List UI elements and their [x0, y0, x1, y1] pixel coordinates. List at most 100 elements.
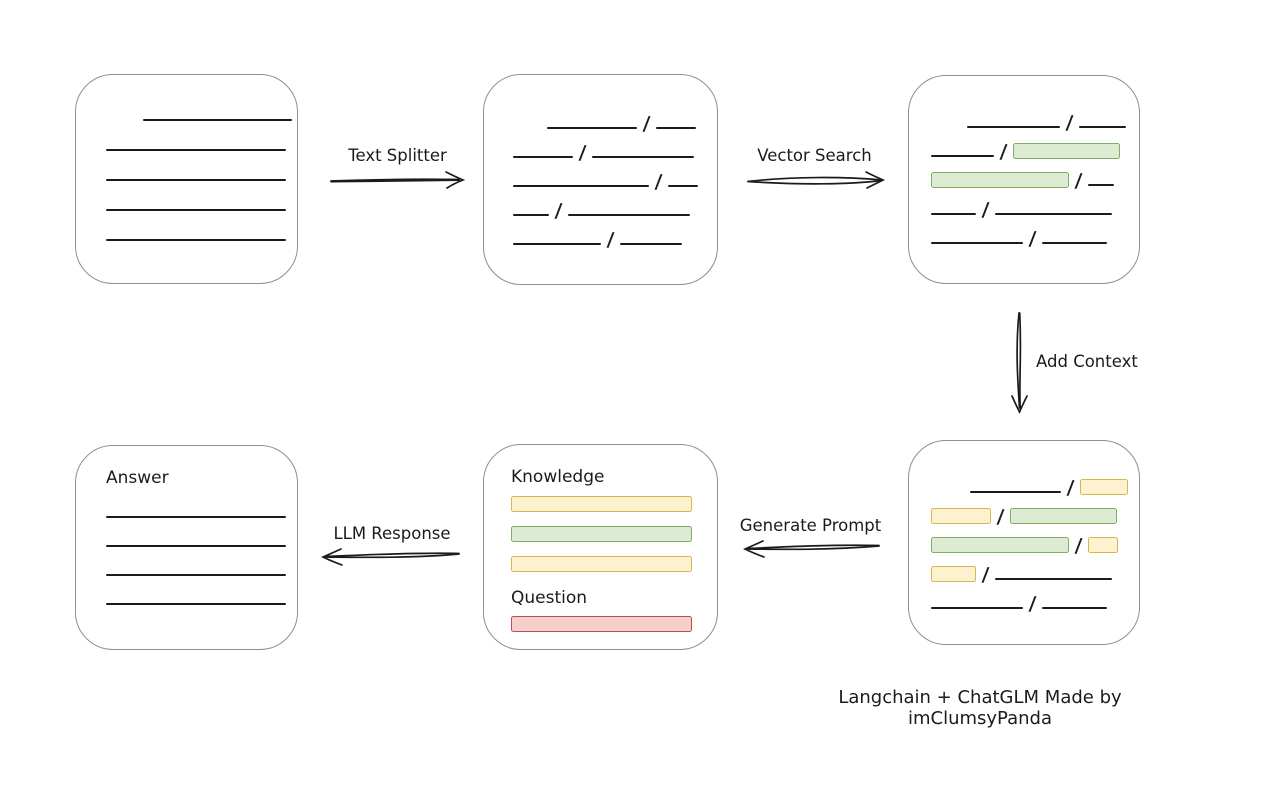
text-line [994, 578, 1112, 580]
arrow-shaft-icon [747, 545, 880, 551]
generate-prompt-arrow [742, 540, 880, 558]
split-chunks-node: / / / / / [483, 74, 718, 285]
text-fragment-row: / [931, 591, 1139, 615]
text-fragment-row [106, 193, 297, 211]
slash-separator: / [606, 229, 615, 251]
green-highlight-chip [1009, 508, 1117, 524]
text-fragment-row: / [931, 197, 1139, 221]
green-highlight-bar [511, 526, 692, 542]
arrow-head-icon [445, 171, 466, 189]
slash-separator: / [981, 199, 990, 221]
arrow-head-icon [865, 171, 886, 189]
llm-response-label: LLM Response [333, 524, 451, 543]
text-splitter-label: Text Splitter [348, 146, 447, 165]
slash-separator: / [554, 200, 563, 222]
prompt-node: Knowledge Question [483, 444, 718, 650]
text-line [143, 119, 292, 121]
yellow-highlight-chip [931, 508, 991, 524]
text-line [106, 574, 286, 576]
text-line [513, 214, 549, 216]
answer-node: Answer [75, 445, 298, 650]
text-line [106, 209, 286, 211]
text-fragment-row: / [931, 504, 1139, 528]
text-fragment-row [106, 223, 297, 241]
text-line [970, 491, 1061, 493]
slash-separator: / [996, 506, 1005, 528]
green-highlight-chip [931, 172, 1069, 188]
text-line [106, 545, 286, 547]
indent [931, 492, 964, 493]
text-line [513, 243, 601, 245]
text-line [106, 179, 286, 181]
text-line [1041, 242, 1107, 244]
slash-separator: / [1074, 535, 1083, 557]
text-line [667, 185, 698, 187]
text-fragment-row: / [931, 139, 1139, 163]
text-fragment-row: / [931, 168, 1139, 192]
yellow-highlight-chip [1079, 479, 1128, 495]
text-fragment-row: / [513, 227, 717, 251]
slash-separator: / [654, 171, 663, 193]
text-line [655, 127, 696, 129]
question-bars [511, 616, 692, 632]
text-line [106, 603, 286, 605]
answer-label: Answer [106, 468, 169, 488]
slash-separator: / [1066, 477, 1075, 499]
text-line [931, 155, 994, 157]
indent [106, 120, 137, 121]
knowledge-label: Knowledge [511, 467, 605, 487]
text-fragment-row: / [931, 533, 1139, 557]
text-fragment-row: / [513, 111, 717, 135]
matched-chunks-node: / / / / / [908, 75, 1140, 284]
text-line [513, 156, 573, 158]
slash-separator: / [1028, 228, 1037, 250]
arrow-head-icon [320, 548, 343, 566]
slash-separator: / [1065, 112, 1074, 134]
yellow-highlight-bar [511, 556, 692, 572]
text-line [547, 127, 637, 129]
text-line [106, 149, 286, 151]
text-line [931, 607, 1023, 609]
text-fragment-row: / [513, 140, 717, 164]
diagram-caption: Langchain + ChatGLM Made by imClumsyPand… [838, 687, 1122, 729]
text-line [931, 213, 976, 215]
slash-separator: / [1074, 170, 1083, 192]
text-line [591, 156, 694, 158]
generate-prompt-label: Generate Prompt [739, 516, 882, 535]
text-line [567, 214, 690, 216]
arrow-shaft-icon [324, 553, 460, 559]
arrow-shaft-icon [1016, 312, 1021, 409]
arrow-shaft-icon [330, 178, 460, 182]
arrow-shaft-icon [747, 176, 882, 183]
slash-separator: / [578, 142, 587, 164]
slash-separator: / [999, 141, 1008, 163]
slash-separator: / [1028, 593, 1037, 615]
indent [931, 127, 961, 128]
green-highlight-chip [931, 537, 1069, 553]
text-splitter-arrow [330, 171, 466, 189]
indent [513, 128, 541, 129]
context-chunks-node: / / / / / [908, 440, 1140, 645]
slash-separator: / [981, 564, 990, 586]
yellow-highlight-chip [1087, 537, 1118, 553]
slash-separator: / [642, 113, 651, 135]
text-fragment-row: / [931, 562, 1139, 586]
answer-lines [106, 516, 297, 605]
text-fragment-row: / [513, 169, 717, 193]
text-line [1041, 607, 1107, 609]
text-line [619, 243, 682, 245]
arrow-shaft-icon [747, 179, 882, 185]
text-line [513, 185, 649, 187]
red-highlight-bar [511, 616, 692, 632]
text-fragment-row [106, 133, 297, 151]
text-fragment-row: / [931, 475, 1139, 499]
yellow-highlight-chip [931, 566, 976, 582]
text-line [1087, 184, 1114, 186]
text-line [994, 213, 1112, 215]
text-line [967, 126, 1060, 128]
text-line [1078, 126, 1126, 128]
knowledge-bars [511, 496, 692, 572]
text-fragment-row: / [931, 110, 1139, 134]
